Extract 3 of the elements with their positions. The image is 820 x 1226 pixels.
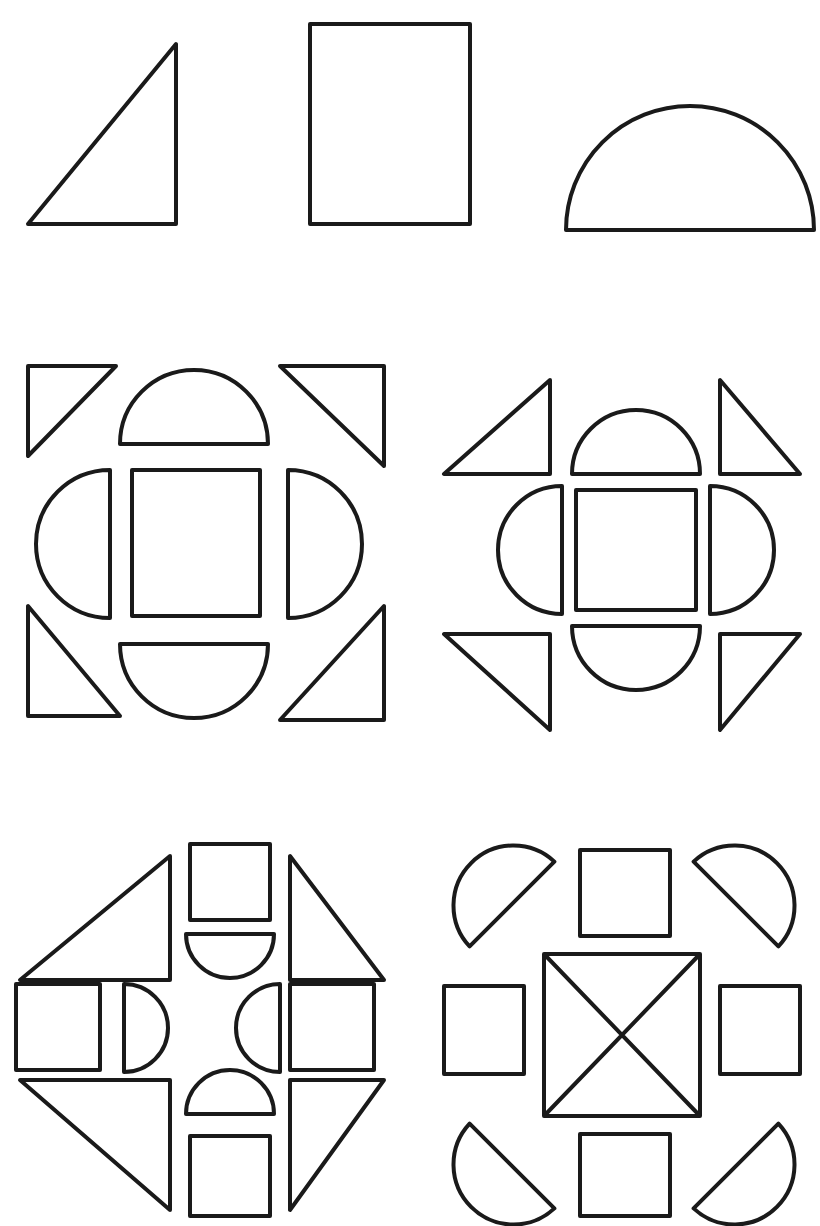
right-triangle-shape: [26, 42, 178, 226]
square-shape: [308, 22, 472, 226]
semicircle-shape: [564, 104, 816, 232]
